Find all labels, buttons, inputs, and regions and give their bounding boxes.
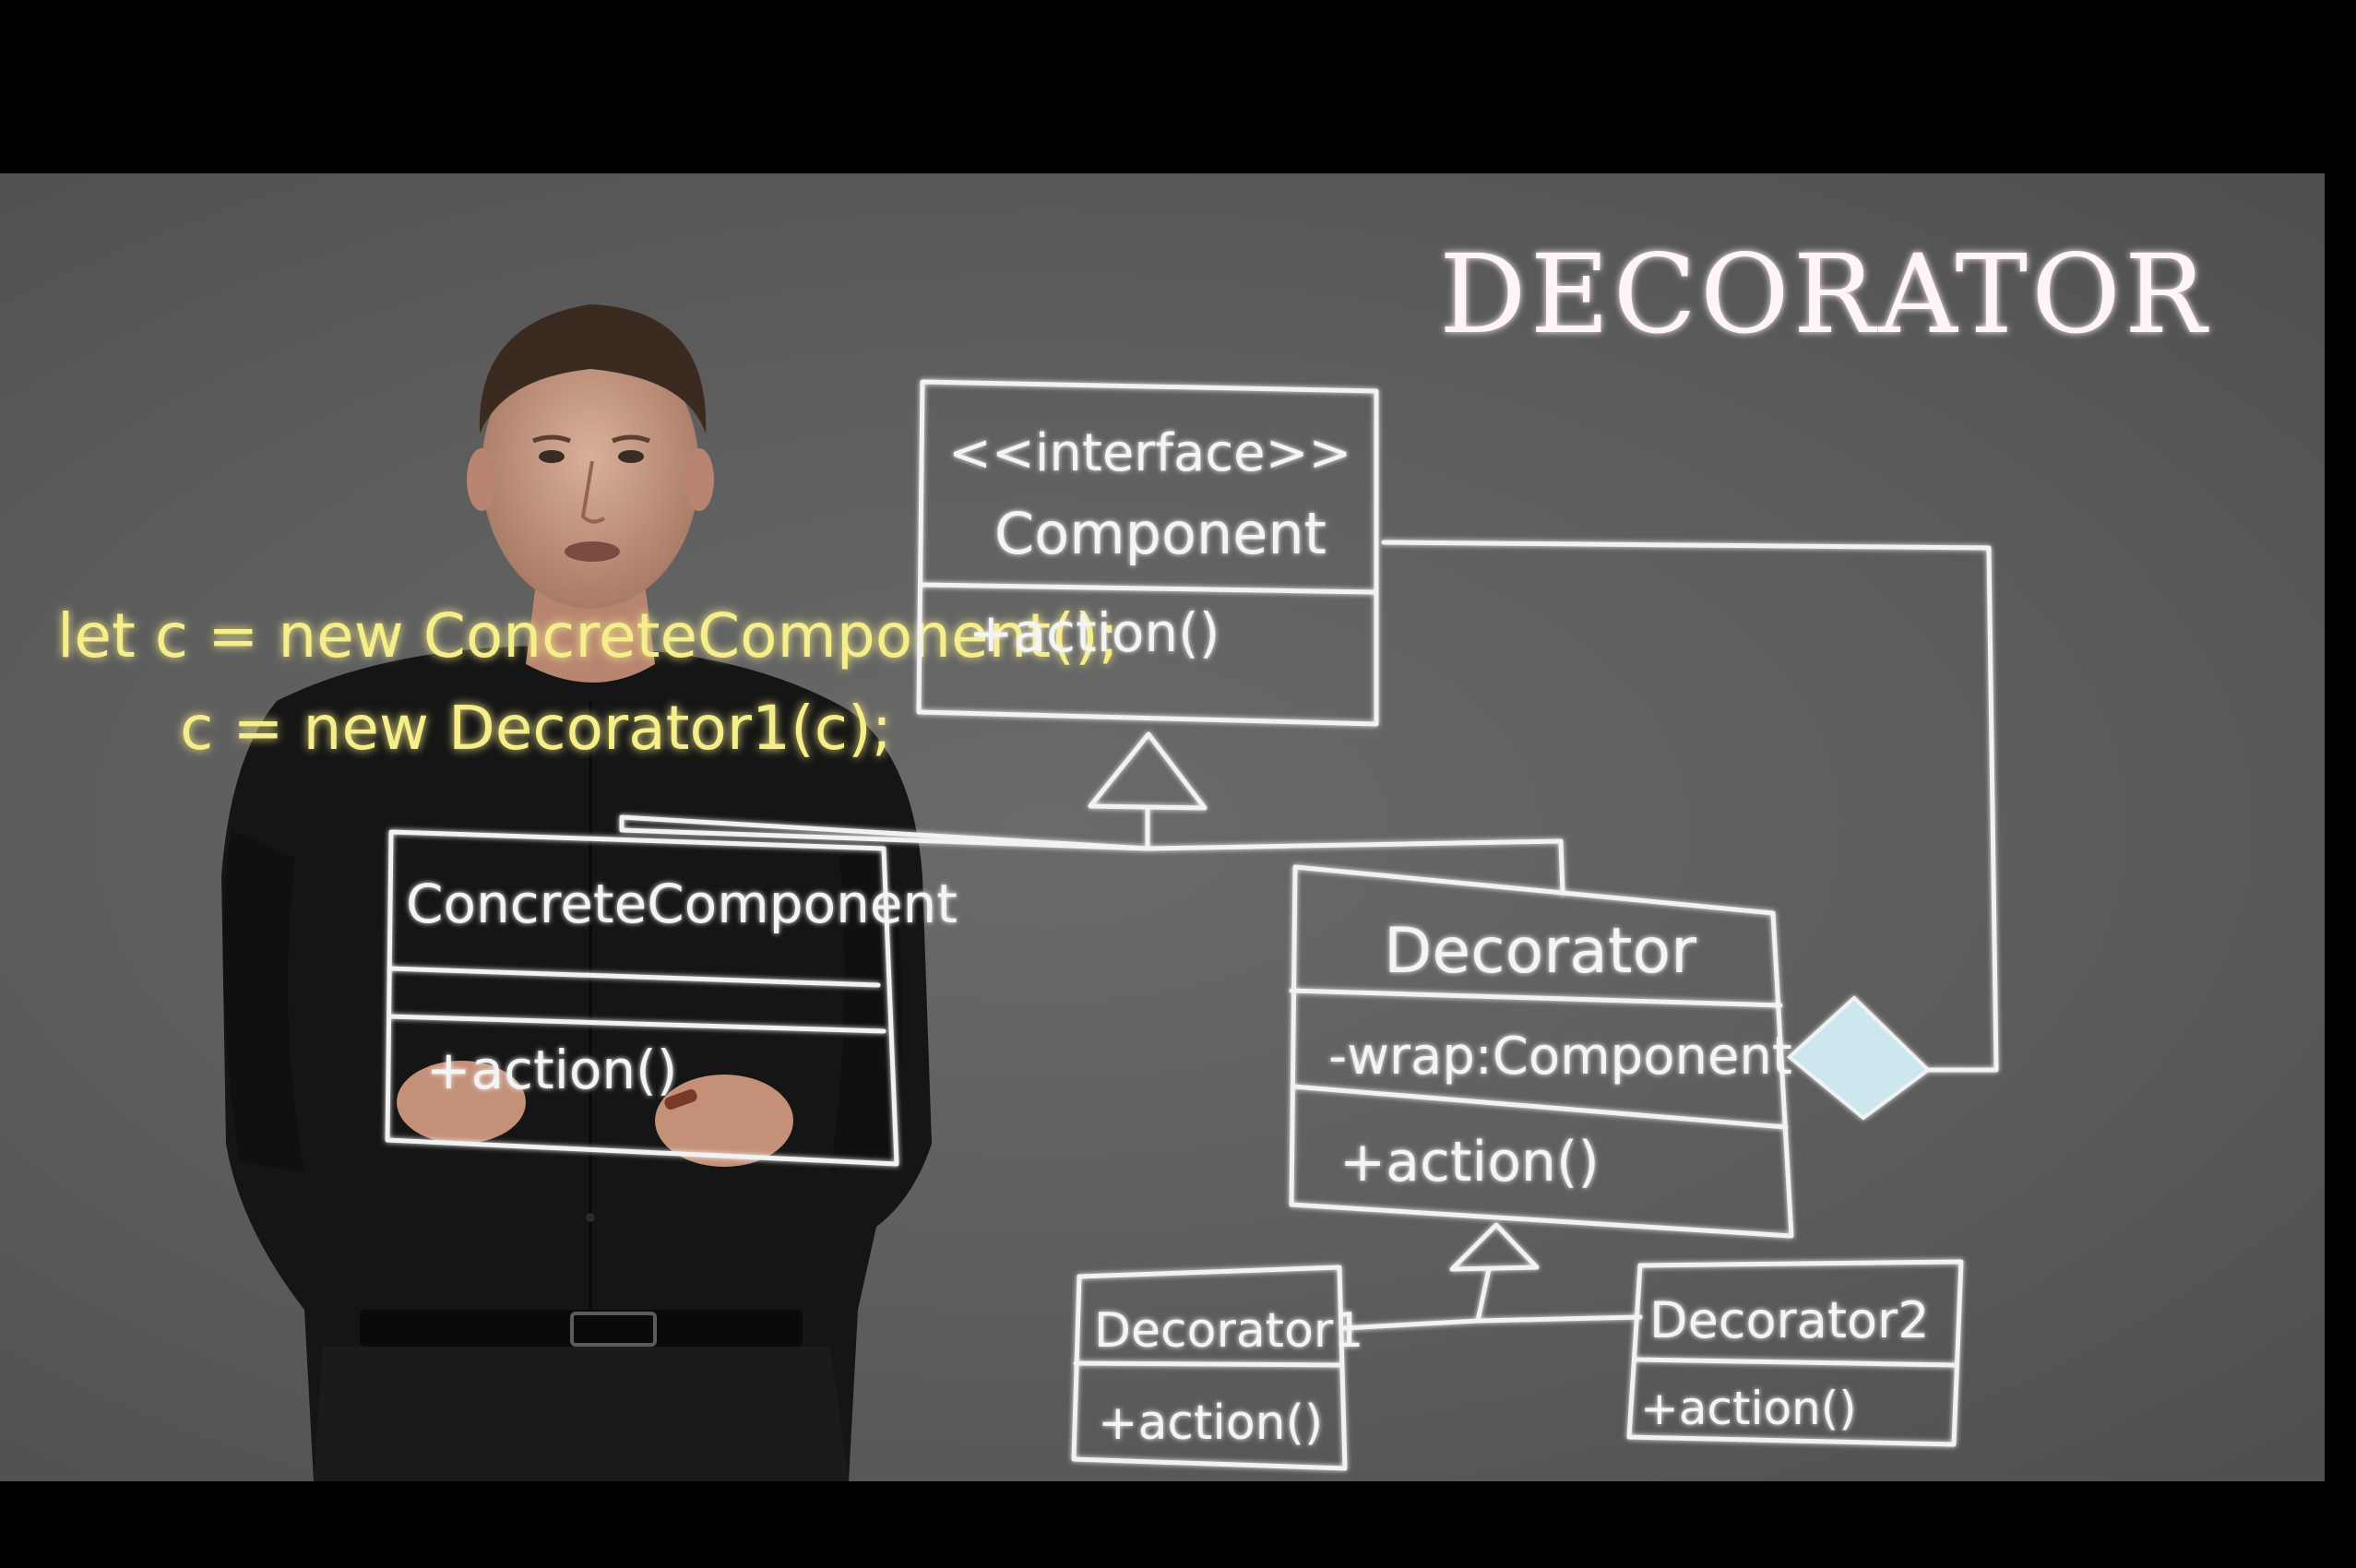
aggregation-diamond — [1786, 995, 1932, 1121]
decorator1-method: +action() — [1098, 1396, 1323, 1451]
decorator1-box: Decorator1 +action() — [1071, 1265, 1363, 1471]
interface-component-box: <<interface>> Component +action() — [916, 379, 1379, 727]
decorator2-box: Decorator2 +action() — [1626, 1259, 1964, 1447]
code-line-1: let c = new ConcreteComponent(); — [57, 600, 1119, 671]
decorator1-name: Decorator1 — [1094, 1303, 1363, 1359]
decorator-field: -wrap:Component — [1328, 1027, 1792, 1087]
decorator2-method: +action() — [1640, 1382, 1857, 1435]
decorator2-name: Decorator2 — [1649, 1291, 1930, 1349]
interface-method: +action() — [969, 601, 1220, 664]
decorator-box: Decorator -wrap:Component +action() — [1289, 864, 1794, 1239]
diagram-title: DECORATOR — [1439, 231, 2210, 358]
concrete-component-name: ConcreteComponent — [406, 873, 958, 935]
inheritance-arrow-top — [619, 731, 1565, 896]
presenter — [221, 304, 932, 1481]
interface-name: Component — [994, 500, 1327, 567]
decorator-name: Decorator — [1384, 915, 1696, 988]
concrete-component-box: ConcreteComponent +action() — [385, 829, 958, 1167]
aggregation-line — [1381, 540, 1999, 1121]
concrete-component-method: +action() — [426, 1039, 677, 1101]
interface-stereotype: <<interface>> — [948, 423, 1351, 483]
code-block: let c = new ConcreteComponent(); c = new… — [57, 600, 1119, 764]
decorator-method: +action() — [1339, 1130, 1600, 1194]
code-line-2: c = new Decorator1(c); — [180, 693, 892, 764]
inheritance-arrow-bottom — [1340, 1222, 1643, 1331]
